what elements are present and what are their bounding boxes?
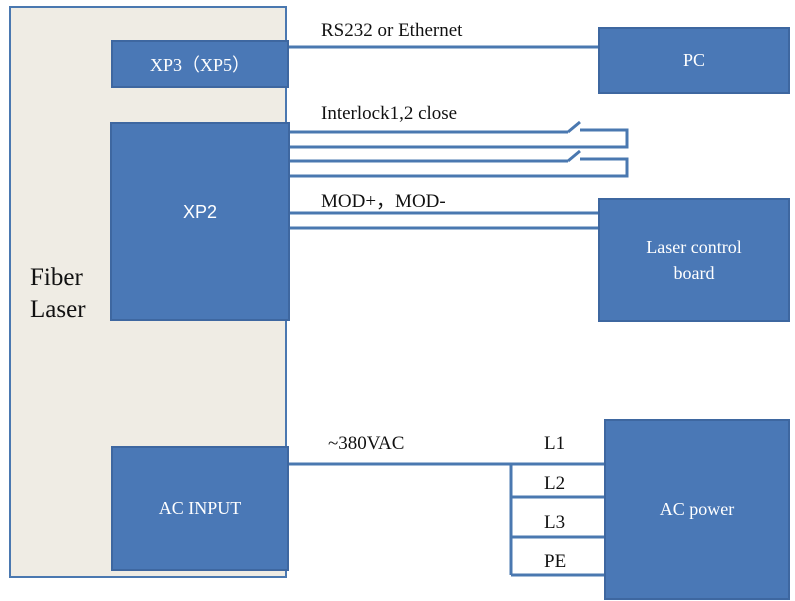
- vac-label: ~380VAC: [328, 433, 405, 454]
- interlock-switch-1: [567, 120, 581, 134]
- interlock-switch-2: [567, 149, 581, 163]
- rs232-label: RS232 or Ethernet: [321, 20, 463, 41]
- phase-l3-label: L3: [544, 512, 566, 533]
- pc-label: PC: [682, 50, 706, 70]
- ac-power-block: AC power: [604, 419, 790, 600]
- ac-input-label: AC INPUT: [158, 498, 242, 518]
- laser-control-label-line2: board: [673, 263, 715, 283]
- ac-input-block: AC INPUT: [111, 446, 289, 571]
- fiber-laser-label: Fiber Laser: [30, 262, 86, 326]
- laser-control-board-block: Laser control board: [598, 198, 790, 322]
- interlock-loop-1: [287, 128, 629, 149]
- pc-block: PC: [598, 27, 790, 94]
- phase-l1-label: L1: [544, 433, 566, 454]
- phase-l2-label: L2: [544, 473, 566, 494]
- xp2-port-block: XP2: [110, 122, 290, 321]
- laser-control-label-line1: Laser control: [646, 237, 742, 257]
- phase-pe-label: PE: [544, 551, 567, 572]
- fiber-laser-label-line1: Fiber: [30, 264, 83, 291]
- xp3-port-block: XP3（XP5）: [111, 40, 289, 88]
- mod-label: MOD+，MOD-: [321, 191, 446, 212]
- ac-power-label: AC power: [659, 499, 735, 519]
- xp3-port-label: XP3（XP5）: [149, 55, 251, 75]
- fiber-laser-label-line2: Laser: [30, 296, 86, 323]
- xp2-port-label: XP2: [182, 202, 218, 222]
- interlock-label: Interlock1,2 close: [321, 103, 458, 124]
- interlock-loop-2: [287, 157, 629, 178]
